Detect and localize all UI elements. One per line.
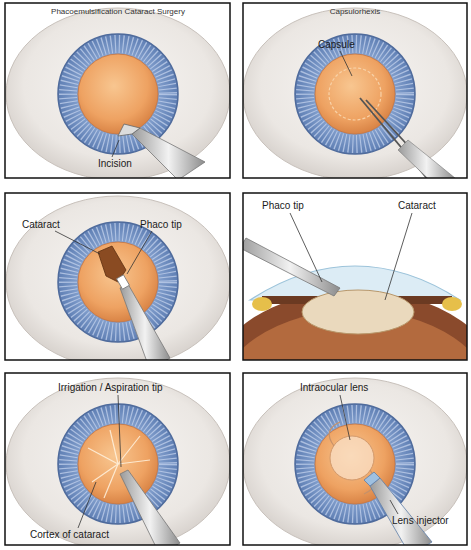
lens-haptic bbox=[329, 422, 340, 446]
phaco-side-panel bbox=[243, 238, 467, 360]
panel-frame bbox=[5, 193, 230, 360]
leader-line bbox=[112, 140, 119, 157]
eye-globe bbox=[243, 290, 467, 360]
part-label: Cataract bbox=[398, 200, 436, 212]
ciliary-body bbox=[252, 297, 272, 311]
part-label: Capsule bbox=[318, 39, 355, 51]
eye-front-view bbox=[6, 378, 230, 545]
leader-line bbox=[340, 51, 352, 76]
leader-line bbox=[390, 500, 398, 514]
aspiration-panel bbox=[6, 378, 230, 545]
step-title: Capsulorhexis bbox=[330, 7, 381, 17]
leader-line bbox=[55, 231, 100, 254]
ciliary-body bbox=[442, 297, 462, 311]
part-label: Lens injector bbox=[392, 515, 449, 527]
leader-line bbox=[118, 395, 121, 467]
capsulorhexis-panel bbox=[243, 8, 467, 178]
leader-line bbox=[290, 213, 322, 282]
forceps-handle bbox=[398, 140, 455, 178]
phaco-probe bbox=[243, 238, 340, 296]
implant-panel bbox=[243, 378, 467, 545]
leader-line bbox=[78, 482, 96, 528]
lens-injector bbox=[370, 478, 432, 545]
part-label: Cortex of cataract bbox=[30, 529, 109, 541]
eye-front-view bbox=[243, 378, 467, 545]
capsule-tear bbox=[329, 68, 381, 120]
knife-blade bbox=[118, 124, 140, 136]
part-label: Phaco tip bbox=[262, 200, 304, 212]
leader-line bbox=[385, 213, 412, 300]
panel-frame bbox=[243, 373, 467, 545]
cataract-lens bbox=[302, 290, 414, 334]
part-label: Incision bbox=[98, 158, 132, 170]
panel-frame bbox=[5, 373, 230, 545]
leader-line bbox=[340, 395, 350, 440]
panel-frame bbox=[243, 193, 467, 360]
intraocular-lens-optic bbox=[330, 436, 374, 480]
incision-panel bbox=[6, 8, 230, 178]
eye-front-view bbox=[6, 8, 230, 178]
phaco-probe bbox=[120, 284, 170, 360]
leader-line bbox=[127, 231, 152, 274]
panel-frame bbox=[243, 3, 467, 178]
part-label: Phaco tip bbox=[140, 219, 182, 231]
part-label: Irrigation / Aspiration tip bbox=[58, 382, 163, 394]
injector-tip bbox=[364, 472, 380, 486]
knife-handle bbox=[132, 128, 205, 178]
part-label: Intraocular lens bbox=[300, 382, 368, 394]
panel-frame bbox=[5, 3, 230, 178]
figure-title: Phacoemulsification Cataract Surgery bbox=[51, 7, 185, 17]
eye-front-view bbox=[6, 196, 230, 360]
part-label: Cataract bbox=[22, 219, 60, 231]
eye-front-view bbox=[243, 8, 467, 178]
phaco-front-panel bbox=[6, 196, 230, 360]
aspiration-probe bbox=[120, 470, 180, 545]
phaco-tip bbox=[117, 275, 130, 289]
